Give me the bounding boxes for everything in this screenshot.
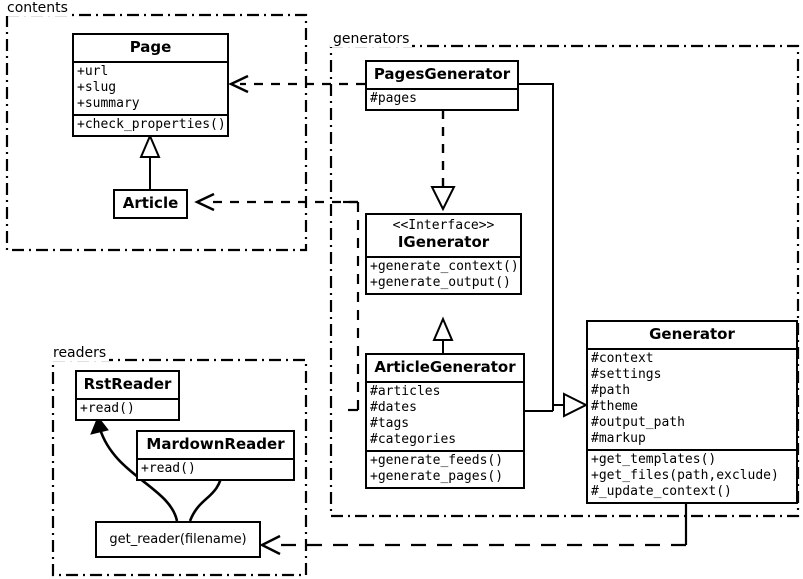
class-attributes-articlegenerator: #articles #dates #tags #categories	[367, 381, 523, 450]
class-method: +generate_output()	[370, 275, 511, 290]
class-box-articlegenerator[interactable]: ArticleGenerator #articles #dates #tags …	[365, 353, 525, 489]
class-attribute: #markup	[591, 431, 646, 446]
class-methods-generator: +get_templates() +get_files(path,exclude…	[588, 449, 796, 502]
class-methods-mardownreader: +read()	[138, 458, 293, 479]
class-name-igenerator: IGenerator	[397, 233, 490, 251]
class-attribute: +slug	[77, 80, 117, 95]
class-attribute: +url	[77, 64, 109, 79]
class-name-rstreader: RstReader	[83, 375, 172, 393]
class-method: +read()	[141, 461, 196, 476]
class-attribute: #context	[591, 351, 654, 366]
class-method: +generate_feeds()	[370, 453, 504, 468]
class-box-pagesgenerator[interactable]: PagesGenerator #pages	[365, 60, 519, 111]
class-attribute: #pages	[370, 91, 417, 106]
generalization-pagesgenerator-to-generator-line	[519, 83, 554, 411]
class-method: +generate_pages()	[370, 469, 504, 484]
function-label-get-reader: get_reader(filename)	[109, 532, 247, 547]
package-label-generators: generators	[330, 31, 413, 47]
class-attribute: #categories	[370, 432, 457, 447]
class-attribute: #settings	[591, 367, 662, 382]
call-getreader-to-rstreader-arrowhead	[90, 416, 109, 435]
generalization-article-to-page-arrowhead	[139, 133, 161, 158]
class-attribute: #tags	[370, 416, 410, 431]
class-methods-rstreader: +read()	[77, 398, 178, 419]
class-attributes-pagesgenerator: #pages	[367, 88, 517, 109]
class-box-page[interactable]: Page +url +slug +summary +check_properti…	[72, 33, 229, 137]
class-attributes-page: +url +slug +summary	[74, 61, 227, 114]
class-method: +generate_context()	[370, 259, 519, 274]
class-attribute: #theme	[591, 399, 638, 414]
class-box-igenerator[interactable]: <<Interface>> IGenerator +generate_conte…	[365, 213, 522, 295]
class-name-article: Article	[122, 194, 179, 212]
class-name-pagesgenerator: PagesGenerator	[373, 65, 511, 83]
class-name-page: Page	[129, 38, 172, 56]
class-method: +get_templates()	[591, 452, 717, 467]
function-box-get-reader[interactable]: get_reader(filename)	[95, 521, 261, 558]
class-method: +check_properties()	[77, 117, 226, 132]
class-method: +get_files(path,exclude)	[591, 468, 779, 483]
package-frame-contents	[5, 13, 308, 252]
class-attribute: #articles	[370, 384, 441, 399]
class-attribute: #dates	[370, 400, 417, 415]
class-attribute: #path	[591, 383, 631, 398]
class-stereotype-igenerator: <<Interface>>	[392, 218, 495, 233]
class-box-rstreader[interactable]: RstReader +read()	[75, 370, 180, 421]
class-attribute: #output_path	[591, 415, 685, 430]
package-label-readers: readers	[50, 345, 110, 361]
package-label-contents: contents	[4, 0, 71, 16]
package-frame-generators	[329, 44, 800, 518]
class-box-mardownreader[interactable]: MardownReader +read()	[136, 430, 295, 481]
dependency-pagesgenerator-to-page-arrowhead	[228, 74, 249, 94]
realization-pagesgenerator-to-igenerator-arrowhead	[430, 186, 456, 212]
class-methods-page: +check_properties()	[74, 114, 227, 135]
class-attribute: +summary	[77, 96, 140, 111]
package-frame-readers	[51, 358, 308, 577]
generalization-articlegenerator-to-igenerator-arrowhead	[432, 316, 454, 341]
class-name-mardownreader: MardownReader	[146, 435, 285, 453]
class-name-generator: Generator	[649, 325, 735, 343]
class-box-generator[interactable]: Generator #context #settings #path #them…	[586, 320, 798, 504]
class-methods-articlegenerator: +generate_feeds() +generate_pages()	[367, 450, 523, 487]
class-method: #_update_context()	[591, 484, 732, 499]
dependency-generator-to-getreader-arrowhead	[259, 534, 281, 556]
class-box-article[interactable]: Article	[113, 189, 188, 219]
class-method: +read()	[80, 401, 135, 416]
generalization-to-generator-arrowhead	[563, 392, 589, 418]
dependency-to-article-arrowhead	[194, 192, 215, 212]
class-attributes-generator: #context #settings #path #theme #output_…	[588, 348, 796, 449]
class-methods-igenerator: +generate_context() +generate_output()	[367, 256, 520, 293]
class-name-articlegenerator: ArticleGenerator	[374, 358, 516, 376]
